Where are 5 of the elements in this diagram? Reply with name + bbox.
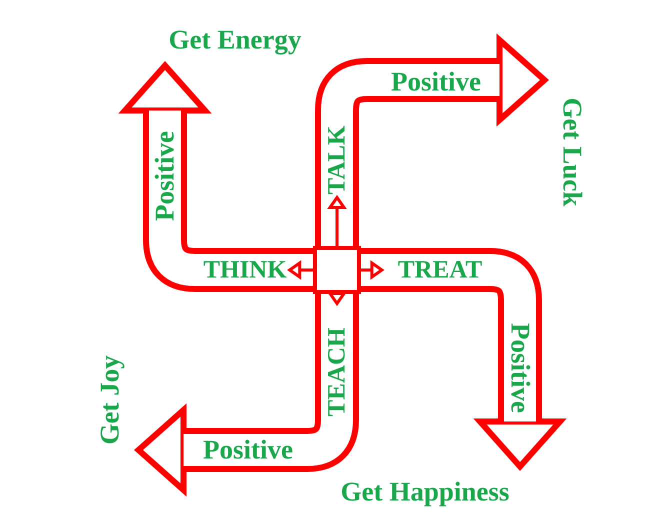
node-label: Get Luck bbox=[558, 98, 586, 206]
node-label: Get Joy bbox=[96, 355, 124, 445]
center-square bbox=[313, 246, 361, 294]
node-label: Get Happiness bbox=[340, 478, 510, 506]
node-label: Get Energy bbox=[168, 26, 302, 54]
